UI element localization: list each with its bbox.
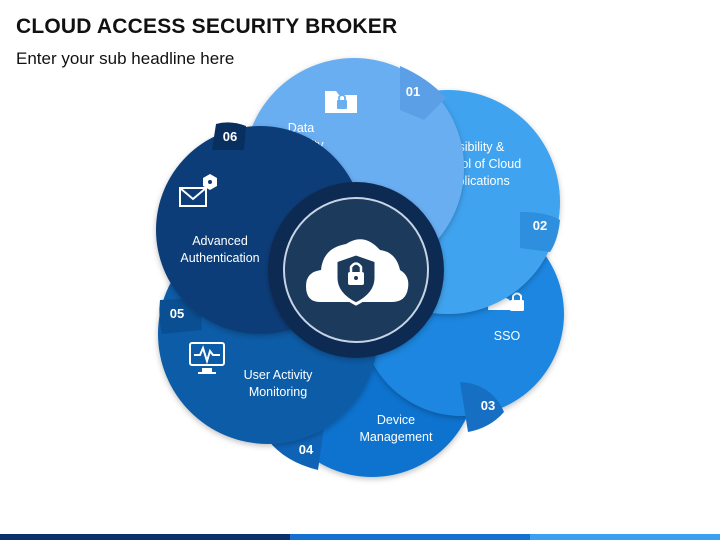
monitor-pulse-icon bbox=[189, 342, 225, 374]
segment-03-label-line: SSO bbox=[494, 329, 521, 343]
bottom-bar-segment-light bbox=[530, 534, 720, 540]
segment-03-number: 03 bbox=[481, 398, 495, 413]
center-hub bbox=[268, 182, 444, 358]
segment-06-number: 06 bbox=[223, 129, 237, 144]
segment-04-label-line: Device bbox=[377, 413, 415, 427]
bottom-bar-segment-mid bbox=[290, 534, 530, 540]
page-subtitle: Enter your sub headline here bbox=[16, 49, 235, 68]
segment-06-label-line: Advanced bbox=[192, 234, 248, 248]
segment-04-number: 04 bbox=[299, 442, 314, 457]
segment-01-number: 01 bbox=[406, 84, 420, 99]
segment-02-tab bbox=[520, 212, 560, 252]
cloud-shield-lock-icon bbox=[306, 239, 409, 306]
bottom-bar-segment-dark bbox=[0, 534, 290, 540]
segment-01-label-line: Data bbox=[288, 121, 314, 135]
segment-02-number: 02 bbox=[533, 218, 547, 233]
segment-06-label-line: Authentication bbox=[180, 251, 259, 265]
page-title: CLOUD ACCESS SECURITY BROKER bbox=[16, 15, 398, 38]
bottom-accent-bar bbox=[0, 534, 720, 540]
mail-key-icon bbox=[179, 174, 217, 207]
segment-05-label-line: Monitoring bbox=[249, 385, 307, 399]
segment-03-label: SSO bbox=[494, 329, 521, 343]
segment-05-number: 05 bbox=[170, 306, 184, 321]
segment-03-tab bbox=[460, 382, 504, 432]
segment-05-label-line: User Activity bbox=[244, 368, 314, 382]
segment-01-tab bbox=[400, 66, 446, 120]
folder-lock-icon bbox=[325, 91, 357, 113]
segment-06-tab bbox=[212, 122, 246, 150]
segment-04-label-line: Management bbox=[360, 430, 433, 444]
